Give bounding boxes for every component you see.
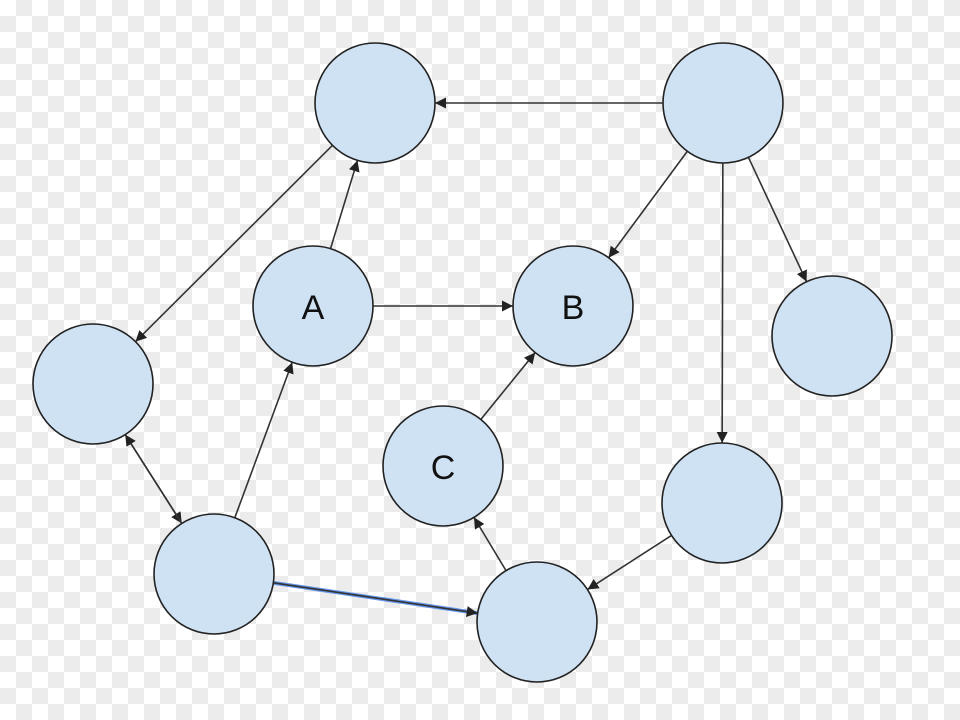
node-circle	[153, 513, 275, 635]
node-circle	[661, 442, 783, 564]
node-left	[32, 323, 154, 445]
nodes-layer: A B C	[32, 42, 893, 683]
node-bottom-left	[153, 513, 275, 635]
edge-n-top-right-to-n-b	[608, 150, 688, 259]
node-top-right	[662, 42, 784, 164]
edge-n-mid-right-to-n-bottom-mid	[587, 534, 672, 591]
node-c: C	[382, 405, 504, 527]
node-circle	[314, 42, 436, 164]
node-circle	[512, 245, 634, 367]
node-circle	[476, 561, 598, 683]
node-mid-right	[661, 442, 783, 564]
edge-n-bottom-mid-to-n-c	[473, 516, 507, 572]
edge-n-top-right-to-n-mid-right	[716, 162, 728, 444]
edge-n-top-mid-to-n-left	[134, 144, 334, 343]
node-circle	[662, 42, 784, 164]
edge-n-bottom-left-to-n-bottom-mid	[273, 582, 478, 618]
edge-n-bottom-left-to-n-a	[234, 362, 294, 518]
node-circle	[252, 245, 374, 367]
edge-n-bottom-left-to-n-left	[124, 434, 183, 524]
node-a: A	[252, 245, 374, 367]
node-right	[771, 275, 893, 397]
edges-layer	[124, 97, 808, 618]
node-label: B	[562, 289, 585, 327]
node-top-mid	[314, 42, 436, 164]
node-circle	[382, 405, 504, 527]
node-circle	[32, 323, 154, 445]
edge-n-c-to-n-b	[480, 352, 536, 420]
node-circle	[771, 275, 893, 397]
node-bottom-mid	[476, 561, 598, 683]
edge-n-top-right-to-n-right	[747, 157, 808, 282]
node-label: C	[431, 449, 456, 487]
edge-n-a-to-n-top-mid	[329, 160, 360, 249]
node-label: A	[302, 289, 325, 327]
node-b: B	[512, 245, 634, 367]
